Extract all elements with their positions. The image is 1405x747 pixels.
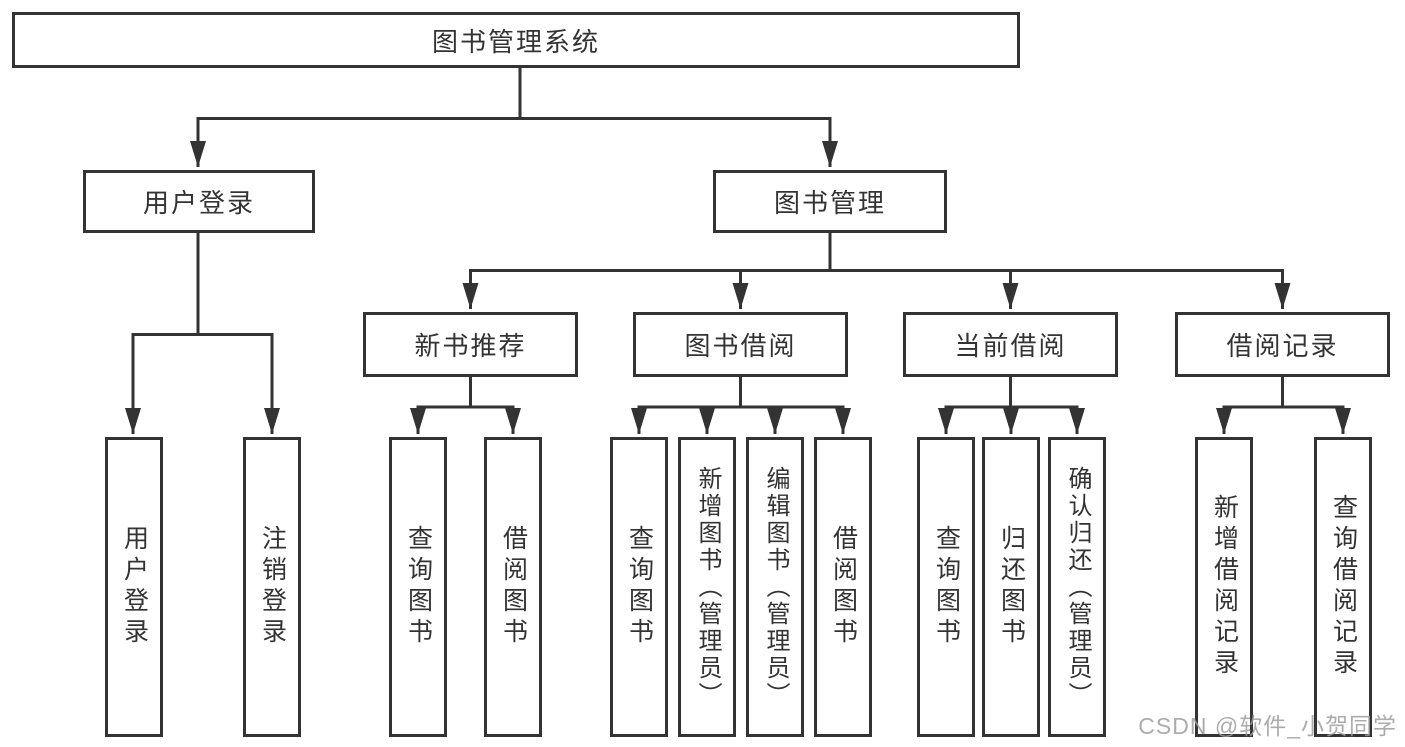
leaf-return-books: 归还图书 — [982, 437, 1040, 737]
leaf-borrow-query-books: 查询图书 — [610, 437, 668, 737]
node-user-login: 用户登录 — [83, 170, 315, 233]
leaf-confirm-return-admin: 确认归还（管理员） — [1048, 437, 1106, 737]
node-new-book-recommend: 新书推荐 — [363, 312, 578, 377]
leaf-current-query-books-label: 查询图书 — [932, 525, 961, 649]
leaf-borrow-books-label: 借阅图书 — [829, 525, 858, 649]
leaf-add-books-admin: 新增图书（管理员） — [678, 437, 736, 737]
leaf-recommend-borrow-books-label: 借阅图书 — [499, 525, 528, 649]
leaf-add-borrow-record-label: 新增借阅记录 — [1210, 494, 1239, 680]
leaf-borrow-query-books-label: 查询图书 — [625, 525, 654, 649]
leaf-query-borrow-record-label: 查询借阅记录 — [1329, 494, 1358, 680]
leaf-return-books-label: 归还图书 — [997, 525, 1026, 649]
leaf-borrow-books: 借阅图书 — [814, 437, 872, 737]
leaf-edit-books-admin-label: 编辑图书（管理员） — [762, 465, 789, 709]
leaf-edit-books-admin: 编辑图书（管理员） — [746, 437, 804, 737]
leaf-logout: 注销登录 — [243, 437, 301, 737]
leaf-current-query-books: 查询图书 — [917, 437, 975, 737]
leaf-add-books-admin-label: 新增图书（管理员） — [694, 465, 721, 709]
leaf-recommend-query-books: 查询图书 — [389, 437, 447, 737]
node-borrow-records: 借阅记录 — [1175, 312, 1390, 377]
csdn-watermark: CSDN @软件_小贺同学 — [1138, 713, 1397, 739]
leaf-user-login-label: 用户登录 — [120, 525, 149, 649]
node-current-borrow: 当前借阅 — [903, 312, 1118, 377]
leaf-recommend-query-books-label: 查询图书 — [404, 525, 433, 649]
leaf-recommend-borrow-books: 借阅图书 — [484, 437, 542, 737]
node-book-borrow: 图书借阅 — [633, 312, 848, 377]
leaf-confirm-return-admin-label: 确认归还（管理员） — [1064, 465, 1091, 709]
leaf-add-borrow-record: 新增借阅记录 — [1195, 437, 1253, 737]
leaf-logout-label: 注销登录 — [258, 525, 287, 649]
node-book-management: 图书管理 — [713, 170, 947, 233]
leaf-user-login: 用户登录 — [105, 437, 163, 737]
leaf-query-borrow-record: 查询借阅记录 — [1314, 437, 1372, 737]
node-root-system: 图书管理系统 — [12, 12, 1020, 68]
